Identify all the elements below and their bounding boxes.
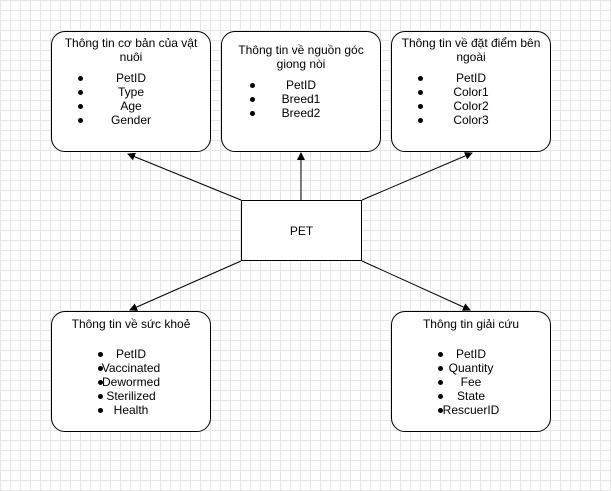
origin-info-title: Thông tin về nguồn góc giong nòi	[238, 43, 364, 71]
list-item: PetID	[392, 347, 550, 361]
rescue-info-list: PetID Quantity Fee State RescuerID	[392, 347, 550, 417]
appearance-info-box[interactable]: Thông tin về đặt điểm bên ngoài PetID Co…	[391, 31, 551, 152]
bullet-icon	[98, 380, 103, 385]
arrow-to-basic	[127, 152, 242, 201]
pet-entity[interactable]: PET	[241, 200, 362, 261]
health-info-title: Thông tin về sức khoẻ	[71, 317, 191, 331]
bullet-icon	[78, 104, 83, 109]
bullet-icon	[418, 104, 423, 109]
basic-info-list: PetID Type Age Gender	[52, 71, 210, 127]
list-item: PetID	[222, 78, 380, 92]
list-item: Sterilized	[52, 389, 210, 403]
arrow-to-health	[129, 260, 242, 311]
bullet-icon	[418, 76, 423, 81]
appearance-info-title: Thông tin về đặt điểm bên ngoài	[401, 36, 541, 64]
list-item: Health	[52, 403, 210, 417]
arrow-to-appearance	[361, 152, 473, 201]
bullet-icon	[438, 408, 443, 413]
health-info-list: PetID Vaccinated Dewormed Sterilized Hea…	[52, 347, 210, 417]
bullet-icon	[98, 394, 103, 399]
list-item: PetID	[52, 71, 210, 85]
basic-info-title: Thông tin cơ bản của vật nuôi	[64, 36, 198, 64]
list-item: Breed2	[222, 106, 380, 120]
bullet-icon	[418, 118, 423, 123]
list-item: Gender	[52, 113, 210, 127]
list-item: Color3	[392, 113, 550, 127]
bullet-icon	[250, 83, 255, 88]
list-item: Vaccinated	[52, 361, 210, 375]
list-item: RescuerID	[392, 403, 550, 417]
rescue-info-title: Thông tin giải cứu	[422, 317, 520, 331]
list-item: Type	[52, 85, 210, 99]
rescue-info-box[interactable]: Thông tin giải cứu PetID Quantity Fee St…	[391, 311, 551, 432]
list-item: PetID	[392, 71, 550, 85]
health-info-box[interactable]: Thông tin về sức khoẻ PetID Vaccinated D…	[51, 311, 211, 432]
arrow-to-rescue	[361, 260, 471, 311]
bullet-icon	[98, 366, 103, 371]
list-item: Fee	[392, 375, 550, 389]
origin-info-list: PetID Breed1 Breed2	[222, 78, 380, 120]
bullet-icon	[438, 366, 443, 371]
origin-info-box[interactable]: Thông tin về nguồn góc giong nòi PetID B…	[221, 31, 381, 152]
bullet-icon	[438, 352, 443, 357]
list-item: State	[392, 389, 550, 403]
appearance-info-list: PetID Color1 Color2 Color3	[392, 71, 550, 127]
list-item: Age	[52, 99, 210, 113]
pet-entity-label: PET	[289, 223, 314, 238]
list-item: Breed1	[222, 92, 380, 106]
list-item: Dewormed	[52, 375, 210, 389]
bullet-icon	[418, 90, 423, 95]
list-item: Quantity	[392, 361, 550, 375]
list-item: Color1	[392, 85, 550, 99]
bullet-icon	[250, 97, 255, 102]
bullet-icon	[98, 352, 103, 357]
bullet-icon	[438, 380, 443, 385]
bullet-icon	[78, 118, 83, 123]
bullet-icon	[250, 111, 255, 116]
basic-info-box[interactable]: Thông tin cơ bản của vật nuôi PetID Type…	[51, 31, 211, 152]
bullet-icon	[98, 408, 103, 413]
bullet-icon	[78, 90, 83, 95]
list-item: PetID	[52, 347, 210, 361]
bullet-icon	[78, 76, 83, 81]
list-item: Color2	[392, 99, 550, 113]
bullet-icon	[438, 394, 443, 399]
